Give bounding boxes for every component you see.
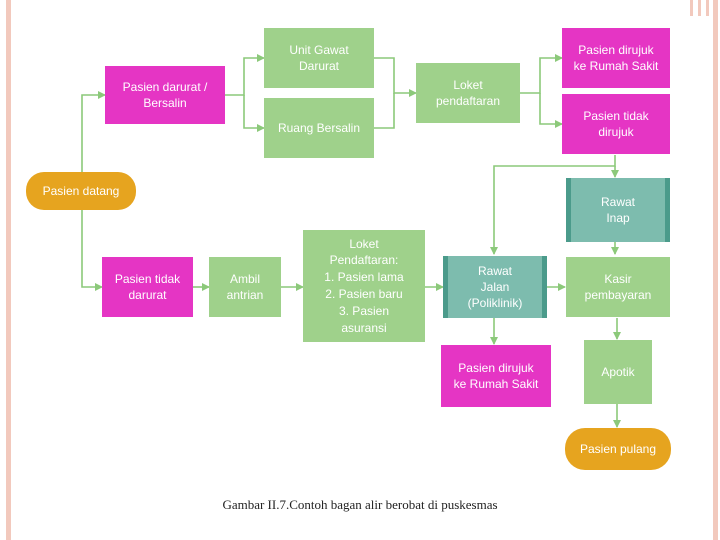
- slide-frame-mark: [698, 0, 701, 16]
- node-rawat-jalan-label: Rawat Jalan (Poliklinik): [467, 263, 523, 311]
- arrow-ugd-to-loket: [374, 57, 417, 97]
- node-rawat-inap: Rawat Inap: [566, 178, 670, 242]
- arrow-darurat-to-bersalin: [243, 95, 265, 132]
- node-pasien-tidak-dirujuk: Pasien tidak dirujuk: [562, 94, 670, 154]
- node-apotik: Apotik: [584, 340, 652, 404]
- slide-frame-mark: [706, 0, 709, 16]
- node-pasien-datang: Pasien datang: [26, 172, 136, 210]
- node-loket-pendaftaran-top: Loket pendaftaran: [416, 63, 520, 123]
- node-pasien-dirujuk-top: Pasien dirujuk ke Rumah Sakit: [562, 28, 670, 88]
- figure-caption: Gambar II.7.Contoh bagan alir berobat di…: [222, 497, 498, 512]
- arrow-datang-to-tidak-darurat: [81, 210, 103, 291]
- node-pasien-darurat: Pasien darurat / Bersalin: [105, 66, 225, 124]
- node-unit-gawat-darurat: Unit Gawat Darurat: [264, 28, 374, 88]
- slide-frame-left: [6, 0, 11, 540]
- arrow-loket-to-dirujuk: [520, 54, 563, 94]
- slide-frame-mark: [690, 0, 693, 16]
- arrow-darurat-to-ugd: [225, 54, 265, 96]
- node-pasien-pulang: Pasien pulang: [565, 428, 671, 470]
- slide-frame-right: [713, 0, 718, 540]
- node-pasien-tidak-darurat: Pasien tidak darurat: [102, 257, 193, 317]
- arrow-bersalin-to-loket: [374, 93, 395, 129]
- node-ruang-bersalin: Ruang Bersalin: [264, 98, 374, 158]
- node-loket-pendaftaran-bottom: Loket Pendaftaran: 1. Pasien lama 2. Pas…: [303, 230, 425, 342]
- node-ambil-antrian: Ambil antrian: [209, 257, 281, 317]
- process-bar-left: [566, 178, 571, 242]
- node-kasir-pembayaran: Kasir pembayaran: [566, 257, 670, 317]
- node-pasien-dirujuk-bottom: Pasien dirujuk ke Rumah Sakit: [441, 345, 551, 407]
- process-bar-right: [665, 178, 670, 242]
- node-rawat-jalan: Rawat Jalan (Poliklinik): [443, 256, 547, 318]
- process-bar-right: [542, 256, 547, 318]
- node-rawat-inap-label: Rawat Inap: [600, 194, 635, 225]
- arrow-tidak-dirujuk-to-rawat-jalan: [490, 155, 616, 255]
- arrow-loket-to-tidak-dirujuk: [539, 93, 563, 128]
- process-bar-left: [443, 256, 448, 318]
- arrow-datang-to-darurat: [81, 91, 106, 172]
